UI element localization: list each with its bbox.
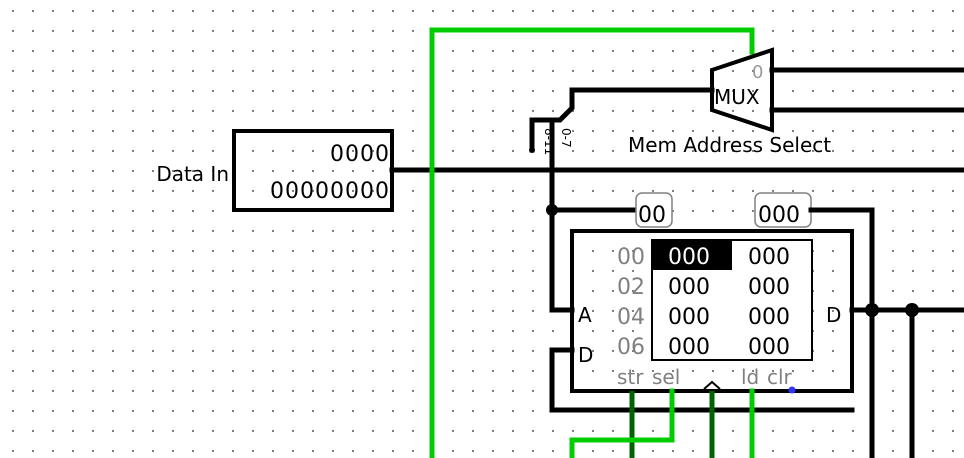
- data-in-label: Data In: [156, 162, 229, 186]
- wire-sel[interactable]: [569, 388, 675, 458]
- wire-data-probe[interactable]: [808, 207, 875, 458]
- address-probe: [635, 192, 673, 228]
- ram-cell[interactable]: 000: [748, 245, 790, 270]
- ram-cell[interactable]: 000: [748, 275, 790, 300]
- ram-cursor: [652, 240, 732, 270]
- ram-port-d-in: D: [578, 343, 593, 367]
- ram-row-addr: 02: [617, 275, 645, 300]
- mux-body[interactable]: [710, 47, 774, 133]
- splitter-end-dot: [529, 147, 535, 153]
- ram-pin-sel: sel: [652, 365, 680, 389]
- ram-row-addr: 06: [617, 335, 645, 360]
- data-in-value-low: 00000000: [270, 179, 390, 204]
- data-in-value-high: 0000: [330, 142, 390, 167]
- ram-cell[interactable]: 000: [668, 275, 710, 300]
- junction-dot: [865, 303, 879, 317]
- splitter-label-a: 8-11: [542, 128, 556, 155]
- ram-pin-str: str: [617, 365, 644, 389]
- wire-mux-select[interactable]: [429, 27, 755, 458]
- data-in-box[interactable]: [232, 129, 394, 212]
- mux-select-value: 0: [752, 62, 763, 83]
- ram-cell[interactable]: 000: [748, 305, 790, 330]
- mux-caption: Mem Address Select: [628, 133, 831, 157]
- mux-label: MUX: [714, 85, 760, 109]
- clr-pin-unconnected[interactable]: [788, 386, 796, 394]
- splitter-label-b: 0-7: [559, 128, 573, 148]
- ram-cell[interactable]: 000: [668, 245, 710, 270]
- ram-row-addr: 00: [617, 245, 645, 270]
- address-probe-value: 00: [638, 203, 666, 228]
- ram-port-a: A: [578, 303, 592, 327]
- ram-cell[interactable]: 000: [748, 335, 790, 360]
- ram-cell[interactable]: 000: [668, 305, 710, 330]
- ram-row-addr: 04: [617, 305, 645, 330]
- clock-triangle-icon: [703, 380, 721, 390]
- ram-cell[interactable]: 000: [668, 335, 710, 360]
- wire-to-D-in[interactable]: [549, 347, 855, 413]
- ram-pin-clr: clr: [767, 365, 793, 389]
- data-probe-value: 000: [758, 203, 800, 228]
- ram-port-d-out: D: [826, 303, 841, 327]
- splitter-wire[interactable]: [529, 87, 715, 153]
- ram-pin-ld: ld: [741, 365, 759, 389]
- ram-rows: 00 000 000 02 000 000 04 000 000 06 000 …: [617, 245, 790, 360]
